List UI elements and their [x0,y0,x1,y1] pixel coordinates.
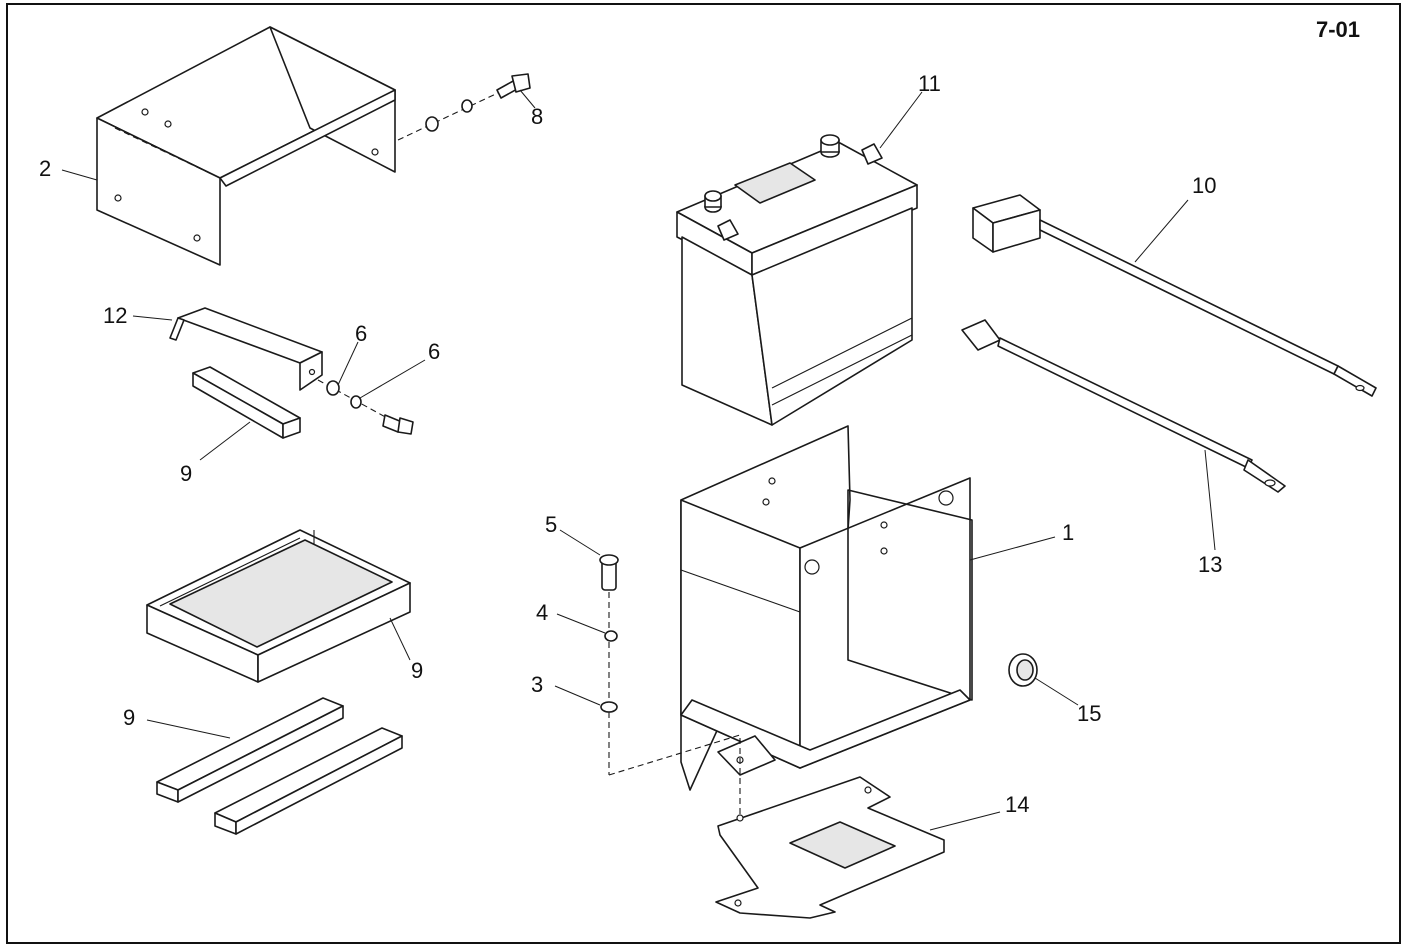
callout-9b: 9 [411,658,423,683]
part-9-foam-tray [146,529,411,683]
callout-14: 14 [1005,792,1029,817]
callout-4: 4 [536,600,548,625]
callout-5: 5 [545,512,557,537]
part-5-pin [599,554,619,591]
part-1-battery-box [680,425,973,791]
callout-6b: 6 [428,339,440,364]
sheet-number: 7-01 [1316,17,1360,42]
callout-15: 15 [1077,701,1101,726]
part-12-hold-down-clamp [169,307,323,391]
part-9-foam-pad-small [192,366,301,439]
callout-11: 11 [918,71,941,96]
part-9-foam-strips [156,697,403,835]
callout-6a: 6 [355,321,367,346]
part-10-positive-cable [972,194,1377,397]
part-4-lock-washer [604,630,618,642]
part-13-negative-cable [961,319,1286,493]
callout-2: 2 [39,156,51,181]
callout-9c: 9 [123,705,135,730]
leader-lines [61,89,1216,831]
callout-3: 3 [531,672,543,697]
callout-12: 12 [103,303,127,328]
callout-9a: 9 [180,461,192,486]
mount-axis-line [608,734,741,818]
callout-1: 1 [1062,520,1074,545]
callout-8: 8 [531,104,543,129]
callout-labels: 2 8 11 10 12 6 6 9 1 13 5 4 3 9 9 15 14 [39,71,1222,817]
part-11-battery [676,134,918,426]
part-8-bolt-set [397,73,531,141]
callout-13: 13 [1198,552,1222,577]
part-14-base-plate [715,776,945,919]
part-6-washers-bolt [317,379,414,435]
part-3-flat-washer [600,701,618,713]
part-2-top-bracket [96,26,396,266]
part-15-grommet [1008,653,1038,687]
callout-10: 10 [1192,173,1216,198]
